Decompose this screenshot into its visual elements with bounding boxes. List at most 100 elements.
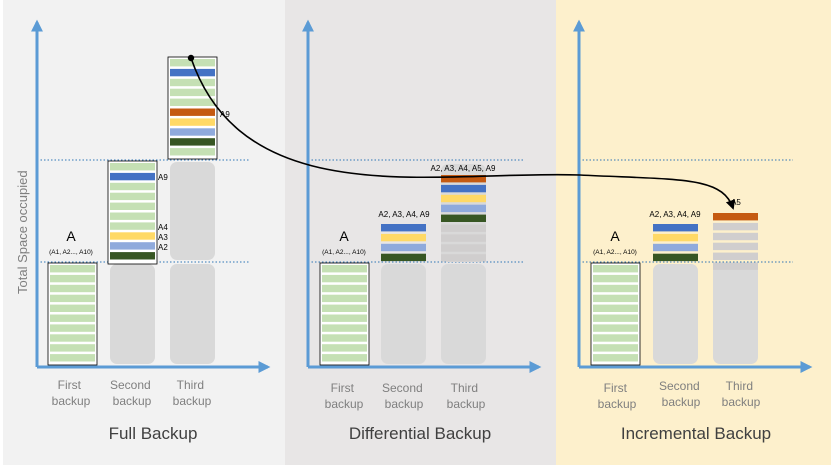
- block-segment-blue: [653, 224, 698, 232]
- block-segment-light-green: [50, 344, 95, 352]
- block-segment-light-green: [170, 148, 215, 156]
- block-segment-blue: [170, 68, 215, 77]
- third-backup-label: Third backup: [722, 379, 761, 409]
- block-segment-light-green: [593, 314, 638, 322]
- connector-arrow: [190, 57, 736, 210]
- second-backup-top-text: A2, A3, A4, A9: [378, 210, 430, 219]
- second-backup-annotation-a3: A3: [158, 233, 168, 242]
- block-segment-light-green: [50, 274, 95, 283]
- incremental-backup-title: Incremental Backup: [621, 424, 771, 443]
- third-backup-top-text: A2, A3, A4, A5, A9: [431, 164, 496, 173]
- block-segment-dark-green: [381, 253, 426, 262]
- block-segment-light-gray: [713, 232, 758, 241]
- incremental-backup-chart: A (A1, A2..., A10) A2, A3, A4, A9 A5 Fir…: [573, 19, 813, 443]
- block-segment-light-green: [593, 324, 638, 332]
- block-segment-light-green: [322, 294, 367, 303]
- block-segment-yellow: [170, 118, 215, 126]
- block-segment-orange: [170, 108, 215, 116]
- block-segment-light-gray: [713, 242, 758, 251]
- third-backup-annotation-a9: A9: [220, 110, 230, 119]
- block-segment-light-green: [322, 354, 367, 362]
- third-backup-placeholder-lower: [170, 264, 215, 364]
- second-backup-stack: [110, 163, 155, 260]
- block-segment-light-green: [110, 222, 155, 230]
- block-segment-light-gray: [713, 262, 758, 270]
- block-segment-light-green: [170, 78, 215, 87]
- second-backup-label: Second backup: [659, 379, 703, 409]
- block-segment-light-green: [593, 265, 638, 273]
- block-segment-light-gray: [441, 244, 486, 252]
- second-backup-label: Second backup: [382, 381, 426, 411]
- third-backup-label: Third backup: [173, 378, 212, 408]
- second-backup-placeholder: [653, 264, 698, 364]
- first-backup-sub-text: (A1, A2..., A10): [322, 249, 366, 256]
- first-backup-stack: [593, 265, 638, 362]
- block-segment-light-blue: [381, 243, 426, 252]
- full-backup-chart: A (A1, A2..., A10) A9 A4 A3 A2 A9 First …: [31, 19, 271, 443]
- block-segment-yellow: [381, 233, 426, 242]
- block-segment-light-blue: [653, 243, 698, 252]
- block-segment-light-gray: [441, 224, 486, 232]
- block-segment-dark-green: [110, 252, 155, 260]
- second-backup-annotation-a2: A2: [158, 243, 168, 252]
- block-segment-orange: [713, 213, 758, 221]
- first-backup-top-text: A: [66, 228, 76, 244]
- block-segment-light-gray: [441, 254, 486, 262]
- block-segment-light-green: [110, 212, 155, 220]
- second-backup-annotation-a4: A4: [158, 223, 168, 232]
- block-segment-light-green: [593, 274, 638, 283]
- block-segment-dark-green: [170, 138, 215, 146]
- block-segment-light-green: [593, 304, 638, 312]
- block-segment-light-green: [50, 265, 95, 273]
- second-backup-placeholder: [381, 264, 426, 364]
- block-segment-light-green: [593, 344, 638, 352]
- block-segment-light-green: [322, 344, 367, 352]
- block-segment-light-green: [322, 274, 367, 283]
- block-segment-blue: [381, 224, 426, 232]
- block-segment-light-green: [170, 88, 215, 97]
- block-segment-light-green: [50, 334, 95, 342]
- block-segment-light-green: [50, 354, 95, 362]
- first-backup-label: First backup: [598, 381, 637, 411]
- third-backup-top-text: A5: [731, 198, 741, 207]
- first-backup-sub-text: (A1, A2..., A10): [49, 249, 93, 256]
- block-segment-light-green: [50, 324, 95, 332]
- block-segment-light-green: [170, 98, 215, 106]
- block-segment-light-green: [322, 265, 367, 273]
- block-segment-light-green: [322, 334, 367, 342]
- block-segment-light-green: [322, 314, 367, 322]
- block-segment-orange: [441, 175, 486, 183]
- block-segment-light-green: [50, 284, 95, 293]
- first-backup-label: First backup: [325, 381, 364, 411]
- block-segment-light-gray: [713, 252, 758, 260]
- block-segment-dark-green: [653, 253, 698, 262]
- block-segment-light-blue: [110, 242, 155, 250]
- full-backup-title: Full Backup: [109, 424, 198, 443]
- first-backup-top-text: A: [339, 228, 349, 244]
- second-backup-label: Second backup: [110, 378, 154, 408]
- block-segment-light-blue: [441, 204, 486, 213]
- block-segment-light-green: [322, 324, 367, 332]
- second-backup-stack: [381, 224, 426, 262]
- block-segment-light-green: [593, 354, 638, 362]
- block-segment-light-green: [322, 304, 367, 312]
- third-backup-placeholder-upper: [170, 162, 215, 260]
- block-segment-light-green: [593, 334, 638, 342]
- first-backup-sub-text: (A1, A2..., A10): [593, 249, 637, 256]
- block-segment-light-green: [593, 284, 638, 293]
- block-segment-light-green: [50, 304, 95, 312]
- first-backup-label: First backup: [52, 378, 91, 408]
- second-backup-annotation-a9: A9: [158, 173, 168, 182]
- block-segment-yellow: [653, 233, 698, 242]
- third-backup-stack: [441, 175, 486, 262]
- differential-backup-chart: A (A1, A2..., A10) A2, A3, A4, A9 A2, A3…: [302, 19, 542, 443]
- block-segment-dark-green: [441, 214, 486, 222]
- block-segment-light-gray: [713, 222, 758, 231]
- block-segment-light-green: [50, 294, 95, 303]
- block-segment-yellow: [441, 194, 486, 203]
- first-backup-stack: [50, 265, 95, 362]
- third-backup-placeholder: [713, 264, 758, 364]
- block-segment-light-green: [322, 284, 367, 293]
- block-segment-light-green: [110, 163, 155, 171]
